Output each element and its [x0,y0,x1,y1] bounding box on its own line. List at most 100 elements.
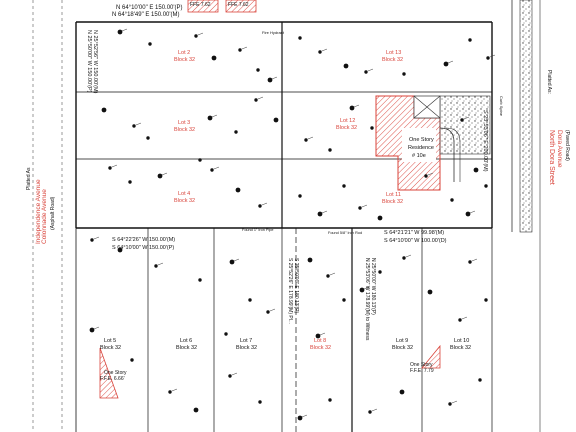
svg-text:Lot 5: Lot 5 [104,338,116,344]
tree-symbol [117,247,123,253]
tree-leader-line [447,60,454,64]
tree-symbol [378,270,382,274]
tree-symbols [89,28,496,421]
tree-symbol [458,318,462,322]
tree-symbol [224,332,228,336]
svg-text:Lot 9: Lot 9 [396,338,408,344]
tree-symbol [427,289,433,295]
tree-symbol [211,55,217,61]
residence-line3: # 10e [412,153,426,159]
tree-symbol [465,211,471,217]
street-left-name2: Independence Avenue [35,179,42,244]
tree-symbol [473,167,479,173]
tree-symbol [478,378,482,382]
tree-symbol [318,50,322,54]
svg-text:Lot 2: Lot 2 [178,50,190,56]
tree-symbol [317,211,323,217]
lower-bearing-1: S 25°52'26" E 178.99'(M) Pl... [287,258,293,324]
svg-text:Lot 8: Lot 8 [314,338,326,344]
tree-symbol [228,374,232,378]
svg-text:Block 32: Block 32 [174,198,195,204]
tree-leader-line [213,166,220,170]
residence-line2: Residence [408,145,434,151]
tree-symbol [460,118,464,122]
tree-leader-line [211,114,218,118]
tree-symbol [343,63,349,69]
tree-leader-line [363,286,370,290]
tree-symbol [468,38,472,42]
lower-right-story: One Story [410,362,433,368]
svg-text:Lot 13: Lot 13 [386,50,401,56]
tree-symbol [229,259,235,265]
tree-symbol [273,117,279,123]
tree-leader-line [93,236,100,240]
tree-symbol [157,173,163,179]
tree-symbol [254,98,258,102]
lower-bearing-4: N 25°50'00" W 180.13'(P) [370,258,376,315]
tree-leader-line [269,308,276,312]
tree-symbol [486,56,490,60]
tree-leader-line [231,372,238,376]
tree-leader-line [451,400,458,404]
tree-symbol [402,72,406,76]
tree-symbol [349,105,355,111]
residence-label-box [402,128,436,162]
tree-symbol [484,184,488,188]
tree-symbol [297,415,303,421]
tree-symbol [399,389,405,395]
svg-text:Lot 7: Lot 7 [240,338,252,344]
tree-leader-line [233,258,240,262]
svg-text:Block 32: Block 32 [450,345,471,351]
tree-leader-line [405,254,412,258]
svg-text:Lot 3: Lot 3 [178,120,190,126]
tree-symbol [368,410,372,414]
tree-symbol [248,298,252,302]
tree-symbol [304,138,308,142]
tree-symbol [194,34,198,38]
svg-text:Lot 10: Lot 10 [454,338,469,344]
tree-symbol [326,274,330,278]
top-bearing-p: N 64°10'00" E 150.00'(P) [116,5,183,11]
street-right-name1: North Dora Street [548,130,555,185]
tree-leader-line [321,210,328,214]
tree-symbol [193,407,199,413]
tree-symbol [450,198,454,202]
tree-symbol [154,264,158,268]
tree-symbol [90,238,94,242]
tree-leader-line [471,258,478,262]
right-road-strip [519,0,533,233]
tree-leader-line [319,332,326,336]
tree-symbol [258,204,262,208]
tree-symbol [198,158,202,162]
left-mid-bearing-p: S 64°10'00" W 150.00'(P) [112,245,174,251]
tree-symbol [235,187,241,193]
tree-symbol [256,68,260,72]
tree-symbol [298,36,302,40]
street-left-name1: Colonnade Avenue [41,189,48,244]
tree-symbol [315,333,321,339]
tree-symbol [146,136,150,140]
lower-bearing-2: S 25°50'00" E 180.13'(P) [293,258,299,313]
tree-symbol [468,260,472,264]
tree-leader-line [257,96,264,100]
svg-text:Lot 12: Lot 12 [340,118,355,124]
tree-leader-line [463,116,470,120]
pipe-note-right: Found 5/8" Iron Rod [328,231,362,235]
tree-symbol [198,278,202,282]
street-left-name4: Platted As [26,167,32,190]
street-right-name3: (Paved Road) [564,130,570,161]
street-right-name4: Platted As: [546,70,552,94]
tree-leader-line [371,408,378,412]
left-bearing-2: N 25°52'56" W 150.00'(M) [92,30,98,94]
svg-text:Block 32: Block 32 [392,345,413,351]
tree-symbol [267,77,273,83]
tree-symbol [342,184,346,188]
